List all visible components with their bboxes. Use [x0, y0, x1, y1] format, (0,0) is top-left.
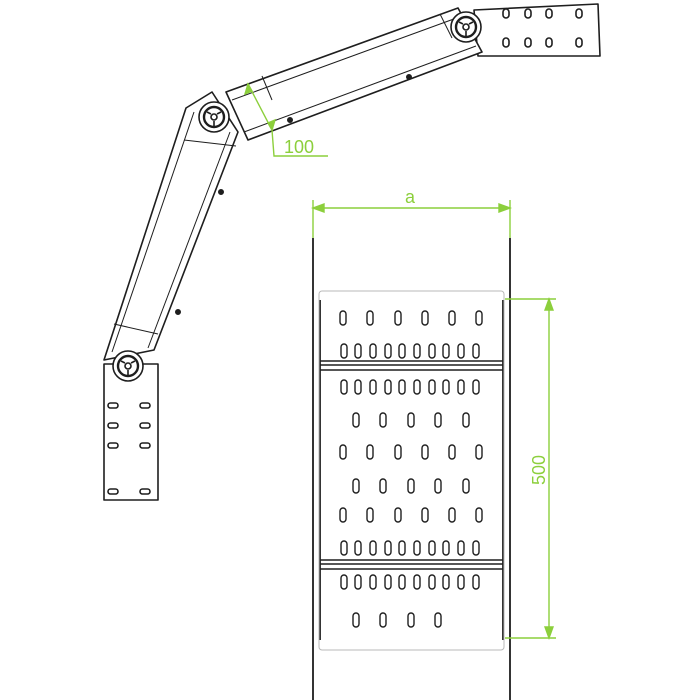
- perforation-hole: [369, 343, 377, 359]
- perforation-hole: [366, 444, 374, 460]
- perforation-hole: [352, 412, 360, 428]
- perforation-hole: [421, 444, 429, 460]
- perforation-hole: [407, 412, 415, 428]
- perforation-hole: [354, 379, 362, 395]
- perforation-hole: [472, 540, 480, 556]
- perforation-hole: [457, 540, 465, 556]
- perforation-hole: [379, 612, 387, 628]
- tray-length-label: 500: [529, 455, 549, 485]
- hinge-middle: [198, 101, 230, 133]
- perforation-hole: [398, 540, 406, 556]
- perforation-hole: [475, 310, 483, 326]
- perforation-hole: [340, 540, 348, 556]
- perforation-hole: [340, 379, 348, 395]
- tray-width-dimension: [310, 200, 513, 238]
- perforation-hole: [457, 343, 465, 359]
- perforation-hole: [369, 379, 377, 395]
- perforation-hole: [394, 444, 402, 460]
- perforation-hole: [384, 379, 392, 395]
- perforation-hole: [442, 343, 450, 359]
- perforation-hole: [442, 379, 450, 395]
- cable-tray: [312, 238, 511, 700]
- perforation-hole: [354, 574, 362, 590]
- top-right-fixing-plate: [473, 3, 601, 57]
- link-width-dimension: [243, 82, 328, 157]
- perforation-hole: [354, 343, 362, 359]
- perforation-hole: [384, 540, 392, 556]
- perforation-hole: [379, 412, 387, 428]
- perforation-hole: [340, 574, 348, 590]
- perforation-hole: [340, 343, 348, 359]
- perforation-hole: [354, 540, 362, 556]
- perforation-hole: [448, 507, 456, 523]
- hinge-bottom: [112, 350, 144, 382]
- perforation-hole: [398, 379, 406, 395]
- perforation-hole: [475, 507, 483, 523]
- perforation-hole: [434, 412, 442, 428]
- perforation-hole: [384, 574, 392, 590]
- hinge-top: [450, 11, 482, 43]
- perforation-hole: [394, 310, 402, 326]
- perforation-hole: [434, 612, 442, 628]
- perforation-hole: [421, 310, 429, 326]
- lower-link: [103, 91, 239, 361]
- perforation-hole: [394, 507, 402, 523]
- perforation-hole: [448, 310, 456, 326]
- perforation-hole: [457, 574, 465, 590]
- perforation-hole: [462, 478, 470, 494]
- perforation-hole: [339, 444, 347, 460]
- perforation-hole: [413, 574, 421, 590]
- perforation-hole: [379, 478, 387, 494]
- perforation-hole: [428, 343, 436, 359]
- perforation-hole: [407, 612, 415, 628]
- perforation-hole: [457, 379, 465, 395]
- perforation-hole: [434, 478, 442, 494]
- perforation-hole: [472, 379, 480, 395]
- perforation-hole: [472, 343, 480, 359]
- tray-length-dimension: [505, 296, 556, 641]
- link-width-label: 100: [284, 137, 314, 157]
- perforation-hole: [407, 478, 415, 494]
- tray-width-label: a: [405, 187, 416, 207]
- perforation-hole: [448, 444, 456, 460]
- perforation-hole: [442, 540, 450, 556]
- perforation-hole: [475, 444, 483, 460]
- tray-panel-outline: [318, 290, 505, 651]
- tray-side-rails: [312, 238, 511, 700]
- articulated-connector: [103, 3, 601, 501]
- bottom-left-fixing-plate: [103, 363, 159, 501]
- perforation-hole: [398, 574, 406, 590]
- perforation-hole: [413, 379, 421, 395]
- perforation-hole: [398, 343, 406, 359]
- perforation-hole: [421, 507, 429, 523]
- perforation-hole: [413, 343, 421, 359]
- perforation-hole: [472, 574, 480, 590]
- perforation-hole: [462, 412, 470, 428]
- perforation-hole: [369, 540, 377, 556]
- perforation-hole: [428, 379, 436, 395]
- tray-perforations: [339, 310, 483, 628]
- perforation-hole: [442, 574, 450, 590]
- perforation-hole: [339, 310, 347, 326]
- perforation-hole: [384, 343, 392, 359]
- perforation-hole: [352, 478, 360, 494]
- upper-link: [225, 7, 483, 141]
- perforation-hole: [428, 540, 436, 556]
- perforation-hole: [339, 507, 347, 523]
- perforation-hole: [366, 310, 374, 326]
- perforation-hole: [369, 574, 377, 590]
- perforation-hole: [352, 612, 360, 628]
- perforation-hole: [413, 540, 421, 556]
- perforation-hole: [428, 574, 436, 590]
- perforation-hole: [366, 507, 374, 523]
- tray-ribs: [320, 360, 503, 570]
